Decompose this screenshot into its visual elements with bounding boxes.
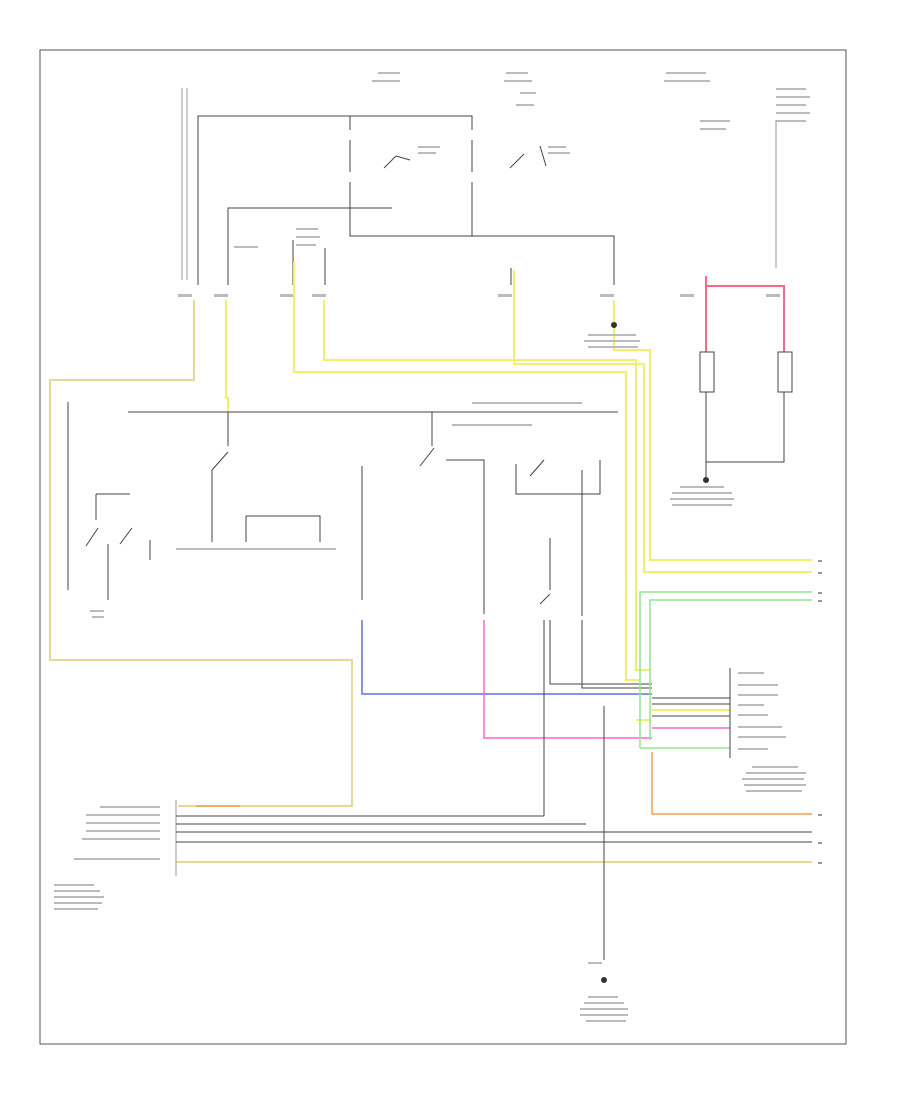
right-terminals: [818, 560, 822, 864]
diagram-frame: [39, 49, 847, 1045]
control-module: [729, 668, 806, 792]
module-wires: [361, 591, 812, 983]
switch-section: [67, 402, 618, 618]
bottom-left-connector: [54, 620, 812, 910]
right-relay-block: [670, 120, 793, 506]
ground-top: [584, 322, 640, 348]
fuse-labels: [234, 72, 810, 248]
ground-bottom-labels: [580, 962, 628, 1022]
connector-row-top: [178, 294, 780, 297]
fuse-relay-section: [181, 72, 810, 285]
yellow-harness: [49, 262, 812, 863]
